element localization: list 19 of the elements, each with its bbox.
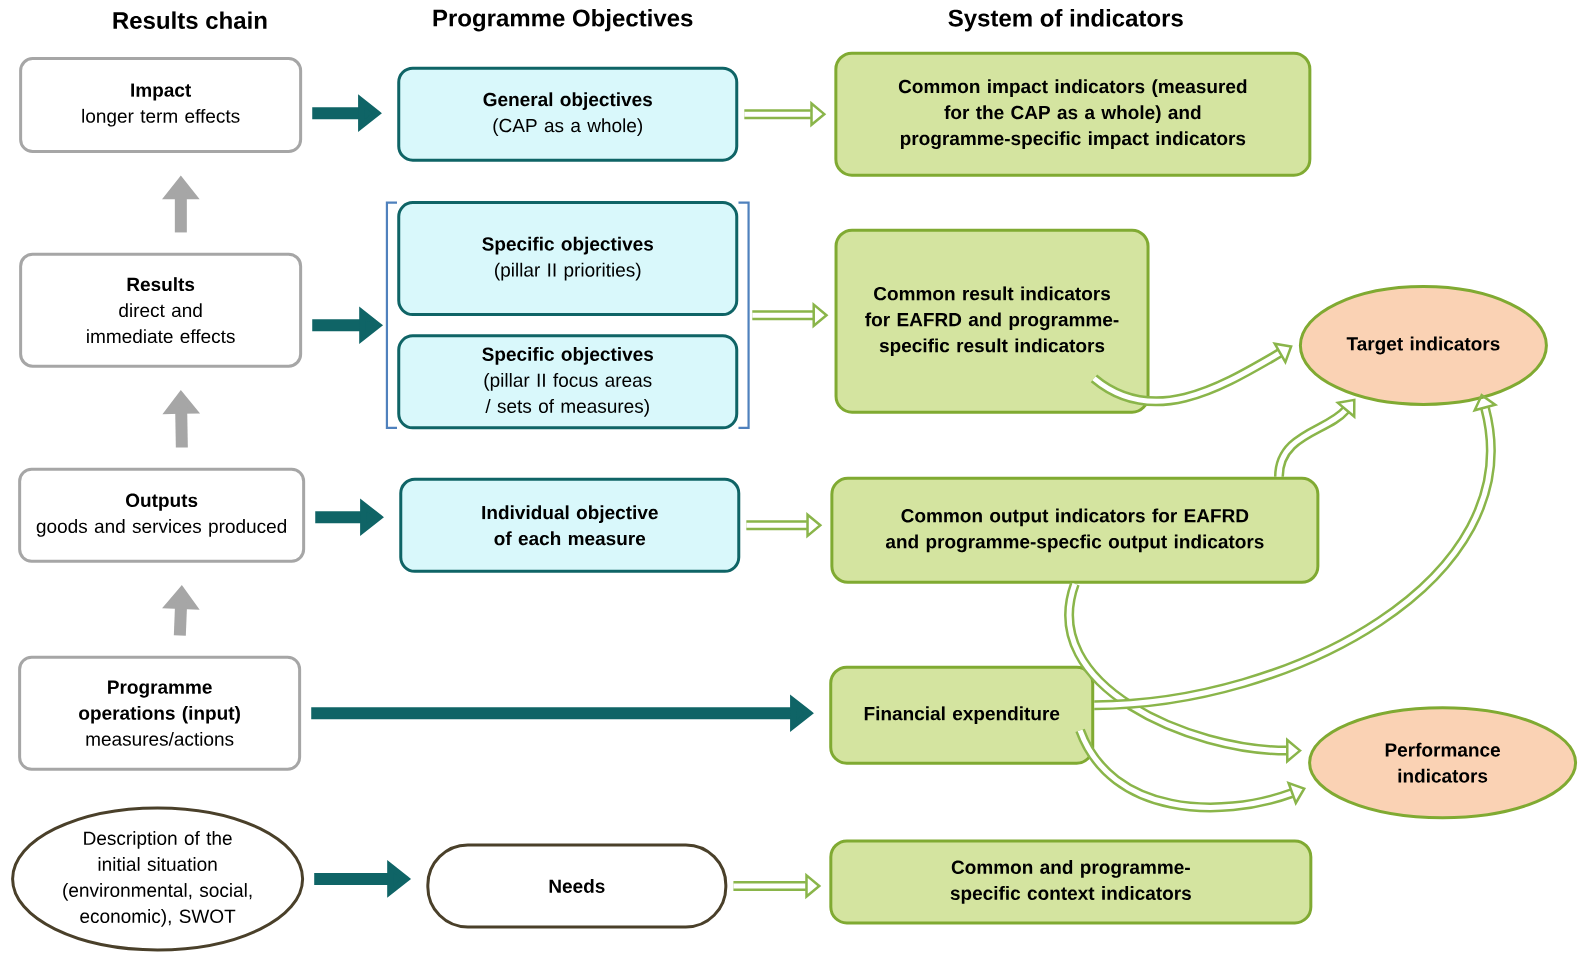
indicator-box: Common output indicators for EAFRD and programme-specfic output indicators (830, 477, 1320, 585)
indicator-box: Common impact indicators (measured for the CAP as a whole) and programme-specific impact indicators (834, 51, 1312, 177)
objective-box: General objectives (CAP as a whole) (397, 66, 739, 162)
indicator-box: Common and programme-specific context indicators (829, 839, 1313, 925)
rounded-box: Needs (426, 843, 728, 929)
objective-box: Individual objective of each measure (399, 478, 741, 573)
bracket (385, 201, 750, 430)
arrow (1274, 398, 1356, 478)
column-heading: Programme Objectives (433, 9, 693, 32)
box: Outputs goods and services produced (18, 467, 306, 563)
indicator-box: Common result indicators for EAFRD and programme-specific result indicators (834, 228, 1150, 414)
column-heading: Results chain (113, 11, 267, 30)
indicator-box: Financial expenditure (829, 665, 1095, 765)
box: Impact longer term effects (19, 57, 303, 154)
objective-box: Specific objectives (pillar II priorities) (397, 201, 739, 317)
objective-box: Specific objectives (pillar II focus areas / sets of measures) (397, 334, 739, 430)
box: Results direct and immediate effects (19, 252, 303, 368)
box: Programme operations (input) measures/actions (18, 655, 302, 771)
arrow (1091, 342, 1293, 407)
